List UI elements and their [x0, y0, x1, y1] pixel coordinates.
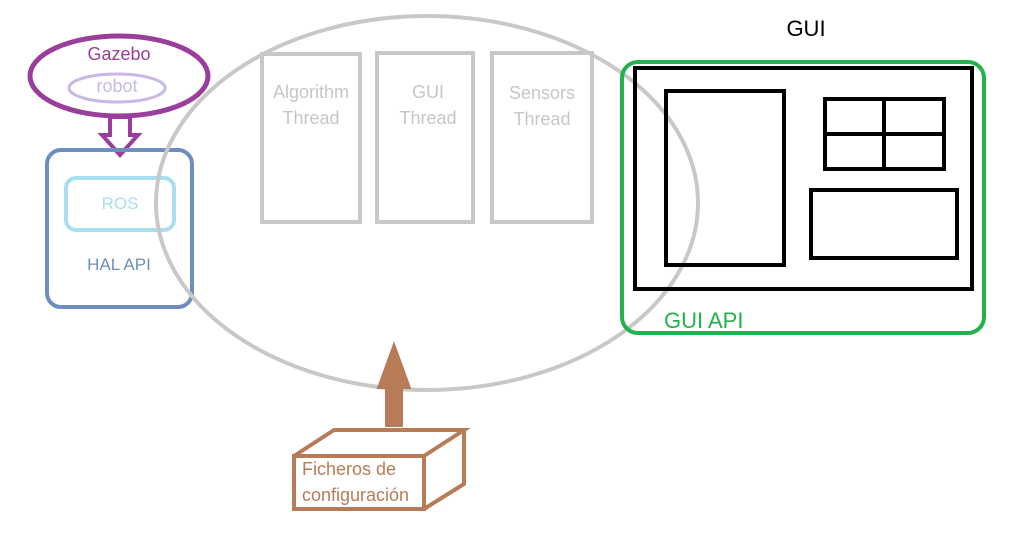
sensors-thread-label-line1: Sensors — [508, 83, 576, 103]
sensors-thread-label: Sensors Thread — [509, 80, 575, 132]
sensors-thread-label-line2: Thread — [513, 109, 571, 129]
config-box-top — [292, 428, 471, 458]
config-box-fill — [294, 430, 464, 509]
ros-box — [64, 176, 176, 232]
config-files-label-line2: configuración — [302, 485, 410, 505]
gazebo-to-hal-arrow — [97, 115, 143, 158]
gui-bottom-panel — [809, 188, 959, 260]
gui-thread-label-line2: Thread — [399, 108, 457, 128]
algorithm-thread-label-line1: Algorithm — [272, 82, 350, 102]
hal-api-label: HAL API — [87, 255, 151, 274]
gui-api-label: GUI API — [664, 308, 744, 333]
algorithm-thread-label: Algorithm Thread — [273, 79, 349, 131]
gui-thread-label: GUI Thread — [399, 79, 456, 131]
gazebo-label: Gazebo — [87, 44, 151, 64]
config-to-core-arrow — [376, 341, 412, 427]
robot-ellipse — [67, 72, 167, 104]
config-box-side — [422, 430, 466, 511]
gui-title-label: GUI — [786, 16, 826, 41]
config-files-label: Ficheros de configuración — [302, 456, 409, 508]
sensors-thread-box — [490, 51, 594, 224]
gui-thread-box — [375, 51, 475, 224]
config-files-label-line1: Ficheros de — [302, 459, 397, 479]
gui-api-box — [620, 60, 986, 335]
ros-label: ROS — [101, 194, 139, 213]
config-box-front — [292, 454, 426, 511]
core-ellipse — [154, 14, 700, 392]
robot-label: robot — [96, 76, 138, 96]
hal-api-box — [45, 148, 194, 309]
gui-thread-label-line1: GUI — [411, 82, 445, 102]
algorithm-thread-box — [260, 52, 362, 224]
gui-left-panel — [664, 89, 786, 267]
algorithm-thread-label-line2: Thread — [282, 108, 340, 128]
gui-window — [633, 66, 974, 291]
